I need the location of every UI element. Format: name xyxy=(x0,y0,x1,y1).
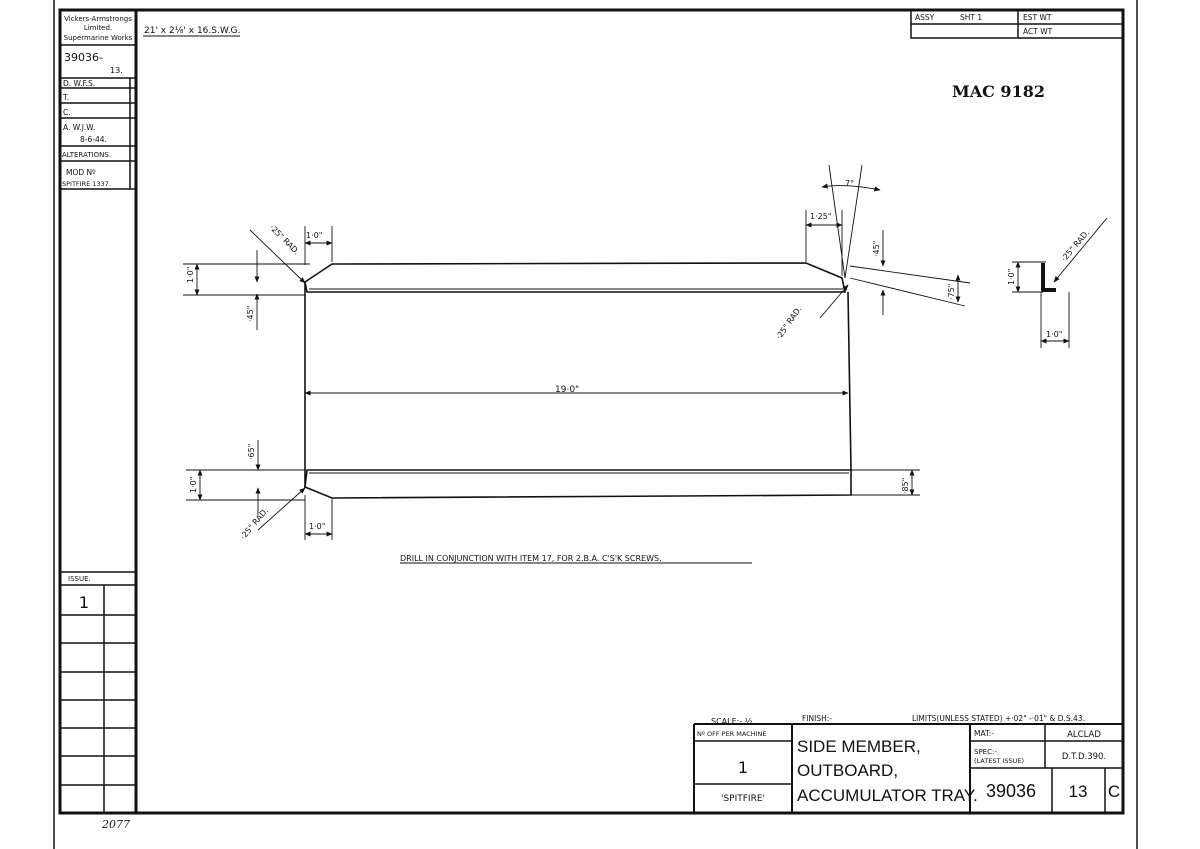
title-block xyxy=(693,723,1123,813)
checked-by: C. xyxy=(63,108,71,117)
dim-bottom-left-offset: ·65" xyxy=(247,444,256,460)
left-title-strip xyxy=(60,44,136,813)
number-off-value: 1 xyxy=(738,758,748,777)
assy-label: ASSY xyxy=(915,13,935,22)
dim-bottom-left-length: 1·0" xyxy=(309,522,325,531)
est-wt-label: EST WT xyxy=(1023,13,1052,22)
spec-value: D.T.D.390. xyxy=(1062,752,1106,762)
dim-top-left-length: 1·0" xyxy=(306,231,322,240)
drawn-by: D. W.F.S. xyxy=(63,79,95,88)
dim-radius-section: ·25" RAD. xyxy=(1060,228,1092,263)
dim-top-left-offset: ·45" xyxy=(246,306,255,322)
drawing-number: 39036 xyxy=(986,781,1036,801)
alterations-label: ALTERATIONS. xyxy=(62,151,111,159)
section-view xyxy=(1012,217,1108,348)
mod-number-value: SPITFIRE 1337. xyxy=(62,180,111,188)
stock-size-note: 21' x 2⅛' x 16.S.W.G. xyxy=(144,26,240,36)
machine-name: 'SPITFIRE' xyxy=(721,794,765,804)
weights-block xyxy=(910,9,1124,39)
left-drawing-no: 39036- xyxy=(64,51,103,64)
spec-label-2: (LATEST ISSUE) xyxy=(974,757,1024,765)
dim-section-height: 1·0" xyxy=(1007,269,1016,285)
traced-by: T. xyxy=(62,93,69,102)
part-name-line-3: ACCUMULATOR TRAY. xyxy=(797,786,978,805)
dim-top-right-length: 1·25" xyxy=(810,212,832,221)
reference-stamp: MAC 9182 xyxy=(952,82,1045,101)
act-wt-label: ACT WT xyxy=(1023,27,1053,36)
maker-line-3: Supermarine Works xyxy=(64,34,133,42)
maker-line-2: Limited. xyxy=(84,24,112,32)
drill-note: DRILL IN CONJUNCTION WITH ITEM 17, FOR 2… xyxy=(400,554,662,563)
finish-label: FINISH:- xyxy=(802,714,832,723)
item-number: 13 xyxy=(1069,782,1088,801)
part-outline xyxy=(304,262,852,499)
sheet-label: SHT 1 xyxy=(960,13,982,22)
part-name-line-2: OUTBOARD, xyxy=(797,761,898,780)
mod-number-label: MOD Nº xyxy=(66,168,96,177)
dim-top-left-height: 1·0" xyxy=(186,267,195,283)
approved-by: A. W.J.W. xyxy=(63,123,95,132)
part-name-line-1: SIDE MEMBER, xyxy=(797,737,921,756)
handwritten-note: 2077 xyxy=(101,818,130,831)
dim-top-right-depth: ·75" xyxy=(947,284,956,300)
scale-label: SCALE:- ½ xyxy=(711,717,753,726)
dim-angle: 7° xyxy=(845,179,854,188)
dimension-lines xyxy=(183,164,971,540)
dim-overall-length: 19·0" xyxy=(555,385,579,395)
dim-top-right-offset: ·45" xyxy=(872,241,881,257)
maker-line-1: Vickers-Armstrongs xyxy=(64,15,132,23)
dim-bottom-right-depth: ·85" xyxy=(901,478,910,494)
dim-section-width: 1·0" xyxy=(1046,330,1062,339)
issue-label: ISSUE. xyxy=(68,575,91,583)
issue-value: 1 xyxy=(79,593,89,612)
limits-label: LIMITS(UNLESS STATED) +·02" -·01" & D.S.… xyxy=(912,714,1085,723)
material-value: ALCLAD xyxy=(1067,730,1101,740)
sheet-letter: C xyxy=(1108,782,1120,801)
material-label: MAT:- xyxy=(974,729,994,738)
approval-date: 8-6-44. xyxy=(80,135,107,144)
sheet-border xyxy=(53,0,1138,849)
dim-bottom-left-height: 1·0" xyxy=(189,477,198,493)
spec-label-1: SPEC:- xyxy=(974,748,997,756)
dim-radius-top-right: ·25" RAD. xyxy=(774,305,803,342)
left-item-no: 13. xyxy=(110,66,123,75)
number-off-label: Nº OFF PER MACHINE xyxy=(697,730,767,738)
